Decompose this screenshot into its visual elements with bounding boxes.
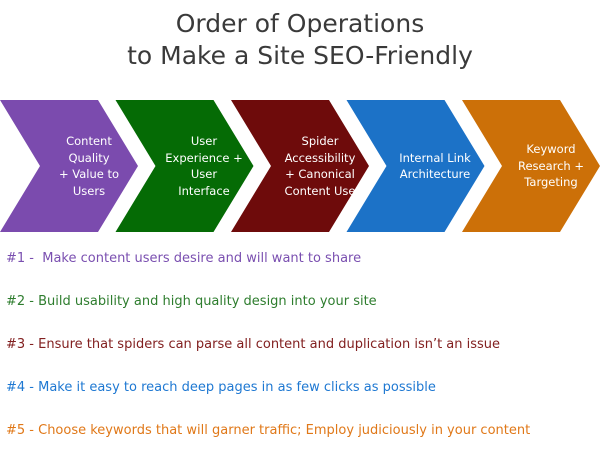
chevron-flow-diagram: Content Quality + Value to Users User Ex… (0, 100, 600, 232)
step-item-4: #4 - Make it easy to reach deep pages in… (6, 380, 436, 395)
step-item-1: #1 - Make content users desire and will … (6, 251, 362, 266)
step-item-5: #5 - Choose keywords that will garner tr… (6, 423, 531, 438)
chevron-shape-keyword-research (462, 100, 600, 232)
step-item-3: #3 - Ensure that spiders can parse all c… (6, 337, 501, 352)
page-title: Order of Operations to Make a Site SEO-F… (127, 9, 473, 70)
step-item-2: #2 - Build usability and high quality de… (6, 294, 377, 309)
chevron-shape-user-experience (115, 100, 254, 232)
chevron-shapes (0, 100, 600, 232)
chevron-shape-content-quality (0, 100, 138, 232)
step-list: #1 - Make content users desire and will … (0, 250, 600, 440)
chevron-shape-spider-accessibility (231, 100, 369, 232)
chevron-shape-internal-links (346, 100, 485, 232)
